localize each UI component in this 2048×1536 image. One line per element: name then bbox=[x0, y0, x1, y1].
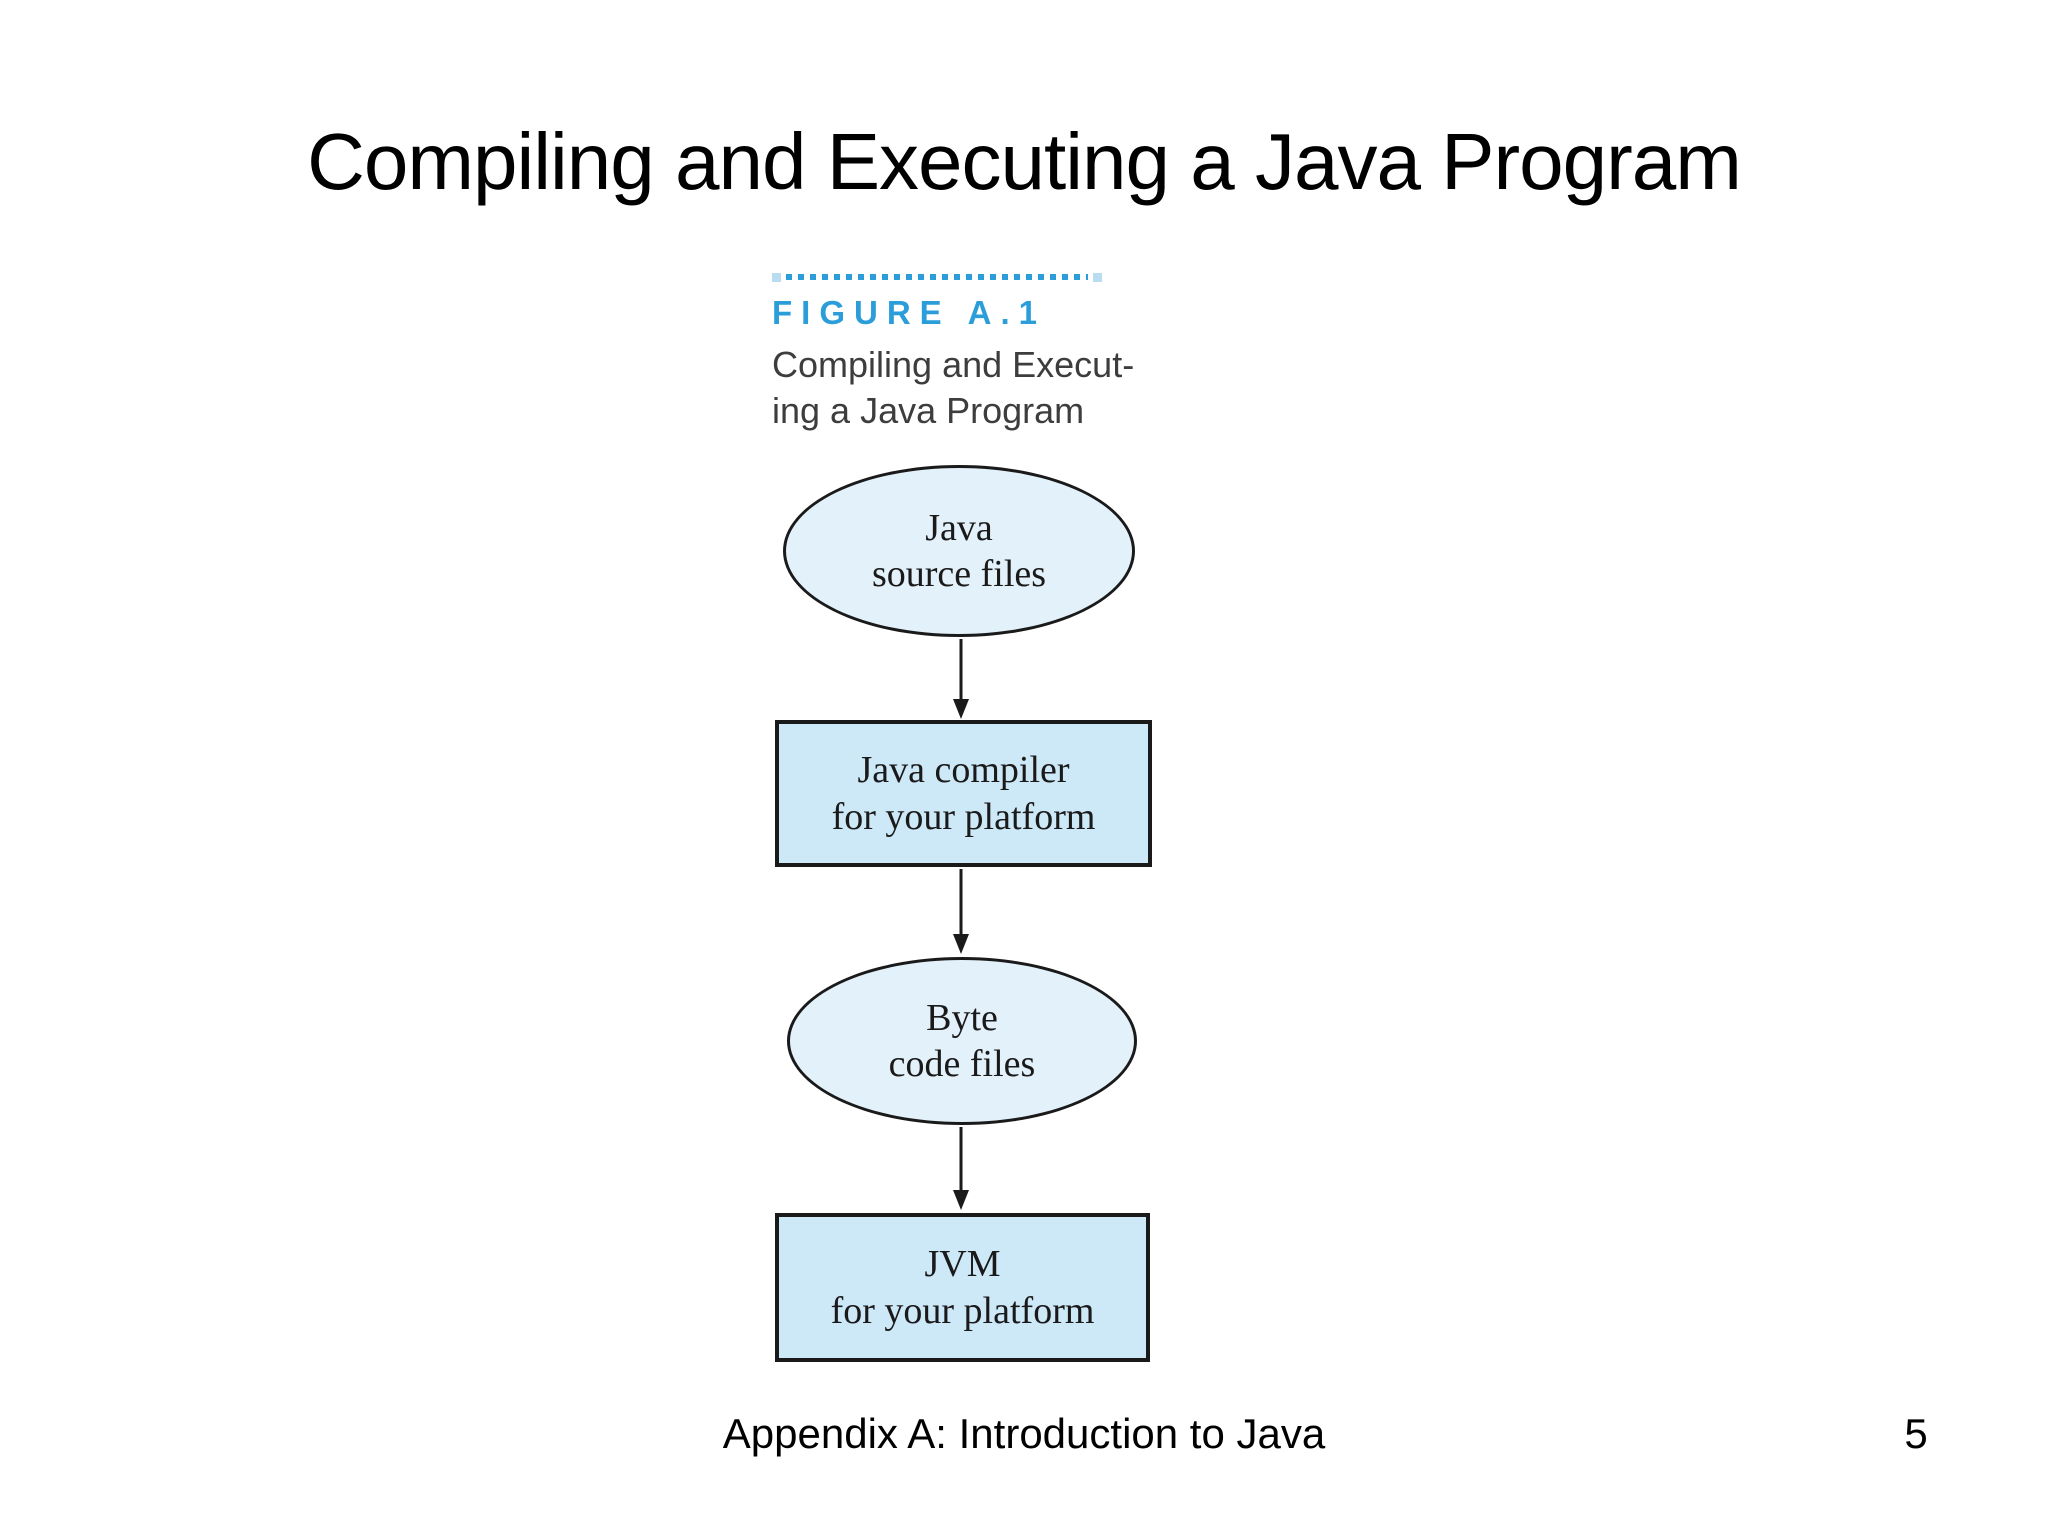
rule-dots bbox=[786, 274, 1088, 280]
node-label-line1: Java bbox=[925, 506, 993, 549]
figure-caption-line1: Compiling and Execut- bbox=[772, 344, 1135, 385]
node-label-line2: for your platform bbox=[830, 1289, 1095, 1332]
figure-caption: Compiling and Execut- ing a Java Program bbox=[772, 342, 1202, 434]
arrow-down-icon-3 bbox=[953, 1127, 969, 1210]
node-label-line1: Byte bbox=[926, 996, 998, 1039]
rule-endcap-right bbox=[1093, 272, 1102, 282]
node-label-line2: source files bbox=[871, 553, 1047, 595]
node-label-line2: for your platform bbox=[831, 795, 1096, 838]
flow-node-java-source-files: Java source files bbox=[783, 465, 1135, 637]
figure-label: FIGURE A.1 bbox=[772, 294, 1046, 331]
figure-caption-line2: ing a Java Program bbox=[772, 390, 1085, 432]
figure-caption-block: FIGURE A.1 Compiling and Execut- ing a J… bbox=[772, 272, 1202, 434]
arrow-down-icon-1 bbox=[953, 639, 969, 719]
dotted-rule bbox=[772, 272, 1102, 282]
node-label-line1: JVM bbox=[924, 1243, 1001, 1286]
rule-endcap-left bbox=[772, 272, 781, 282]
arrow-down-icon-2 bbox=[953, 869, 969, 954]
flow-node-byte-code-files: Byte code files bbox=[787, 957, 1137, 1125]
page-title: Compiling and Executing a Java Program bbox=[307, 117, 1742, 206]
page-number: 5 bbox=[1904, 1410, 1928, 1457]
footer-text: Appendix A: Introduction to Java bbox=[722, 1410, 1326, 1457]
flow-node-jvm: JVM for your platform bbox=[775, 1213, 1150, 1362]
node-label-line2: code files bbox=[888, 1043, 1036, 1085]
flow-node-java-compiler: Java compiler for your platform bbox=[775, 720, 1152, 867]
node-label-line1: Java compiler bbox=[857, 749, 1070, 792]
